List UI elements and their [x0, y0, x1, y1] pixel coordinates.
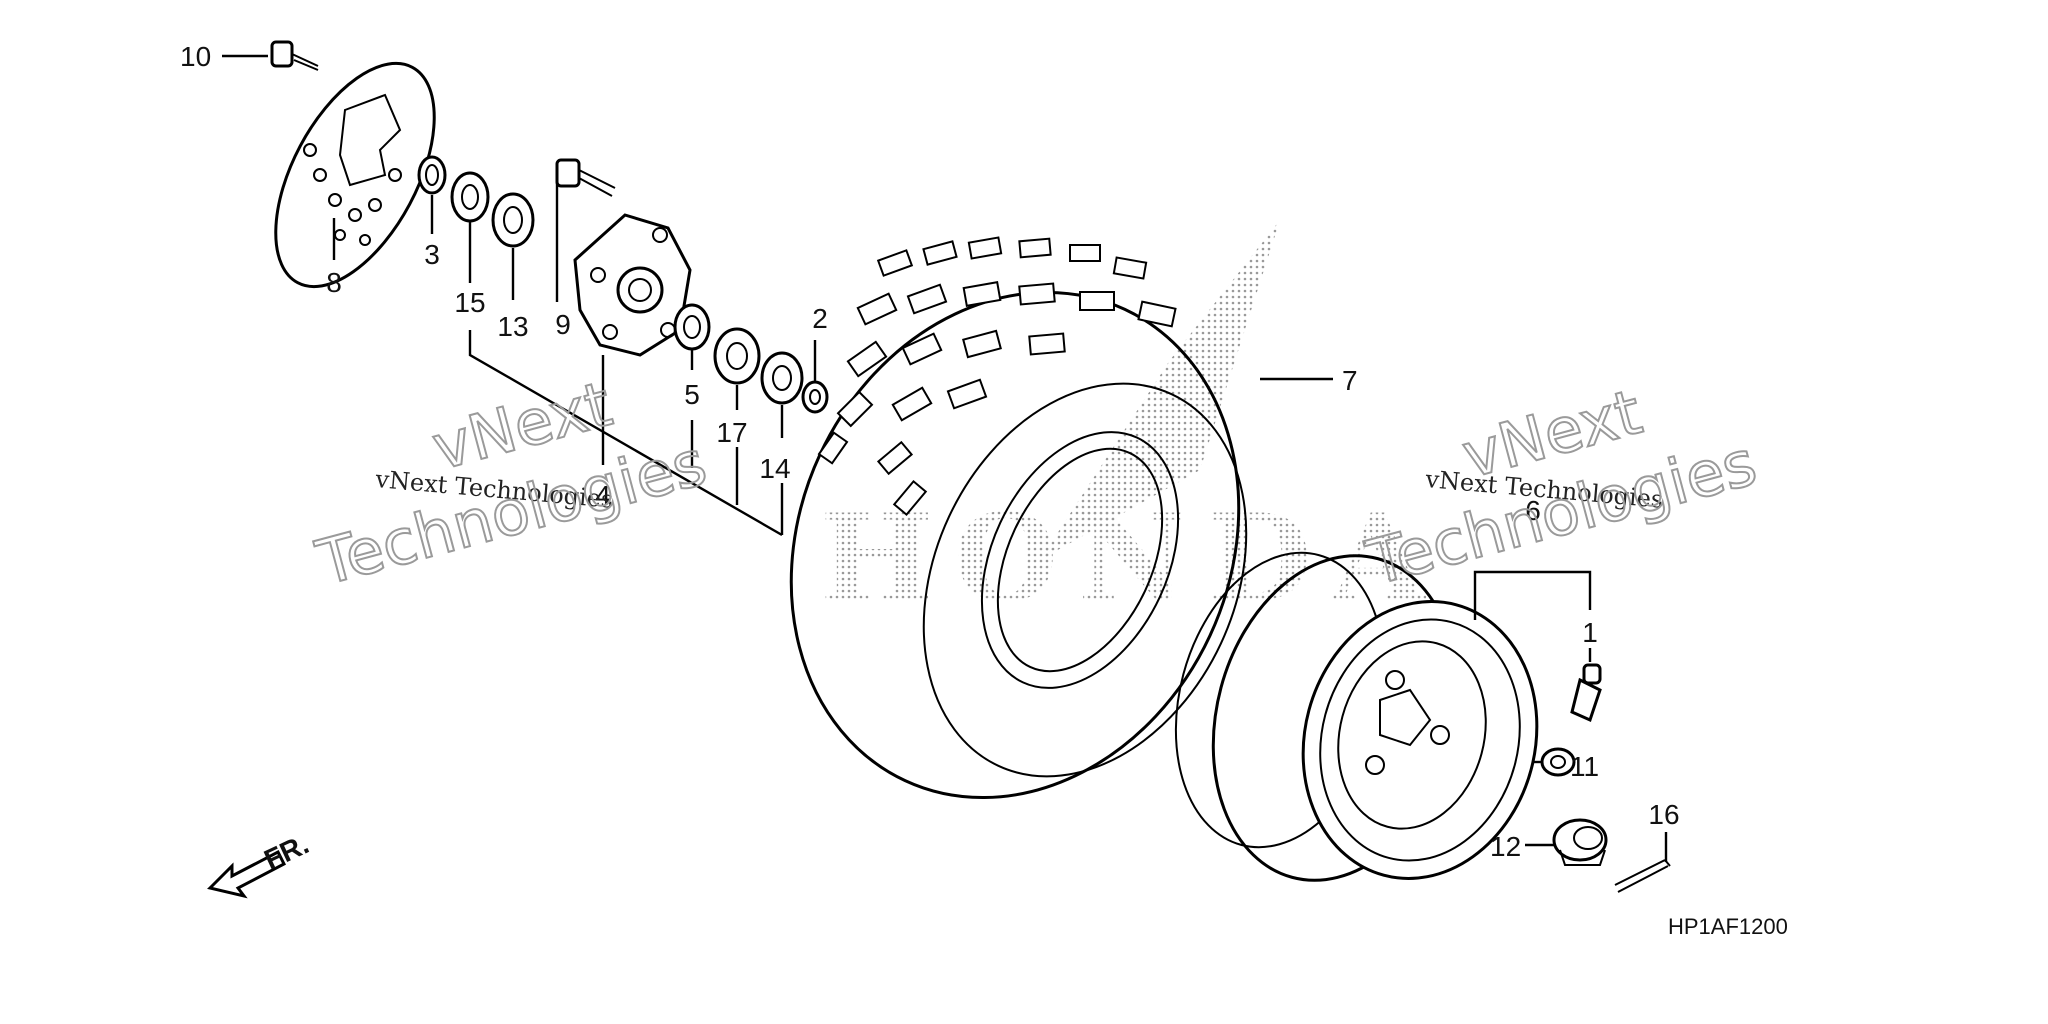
valve-stem-part-1	[1570, 663, 1602, 723]
callout-17: 17	[716, 417, 747, 448]
watermark-left: vNext Technologies vNext Technologies	[308, 366, 715, 601]
bearing-part-17	[713, 327, 761, 385]
bearing-part-14	[760, 351, 804, 405]
callout-4: 4	[595, 480, 611, 511]
bearing-part-13	[491, 192, 535, 248]
callout-3: 3	[424, 239, 440, 270]
callout-6: 6	[1525, 495, 1541, 526]
callout-15: 15	[454, 287, 485, 318]
svg-text:HONDA: HONDA	[820, 488, 1445, 629]
callout-14: 14	[759, 453, 790, 484]
front-direction-arrow: FR.	[207, 828, 313, 899]
callout-2: 2	[812, 303, 828, 334]
callout-7: 7	[1342, 365, 1358, 396]
bolt-part-10	[270, 40, 319, 71]
callout-5: 5	[684, 379, 700, 410]
spacer-part-5	[673, 303, 711, 351]
callout-10: 10	[180, 41, 211, 72]
wheel-hub-part-4	[573, 213, 692, 357]
spacer-part-3	[417, 155, 447, 195]
callout-16: 16	[1648, 799, 1679, 830]
brand-watermark: HONDA	[820, 220, 1445, 629]
tire-tread	[817, 236, 1177, 517]
cotter-pin-part-16	[1614, 859, 1671, 893]
stud-part-9	[555, 158, 616, 197]
callout-1: 1	[1582, 617, 1598, 648]
tire-part-7	[789, 236, 1248, 800]
callout-8: 8	[326, 267, 342, 298]
brake-disc	[274, 61, 436, 289]
callout-11: 11	[1570, 751, 1599, 782]
callout-9: 9	[555, 309, 571, 340]
callout-13: 13	[497, 311, 528, 342]
callout-numbers: 10 8 3 15 13 9 4 5 17 14 2 7 6 1 11 12 1…	[180, 41, 1680, 862]
leader-lines	[222, 54, 1668, 862]
wheel-rim-part-6	[1174, 551, 1539, 882]
callout-12: 12	[1490, 831, 1521, 862]
bearing-part-15	[450, 171, 490, 223]
seal-part-2	[801, 380, 829, 414]
castle-nut-part-12	[1552, 818, 1608, 866]
diagram-code: HP1AF1200	[1668, 914, 1788, 939]
